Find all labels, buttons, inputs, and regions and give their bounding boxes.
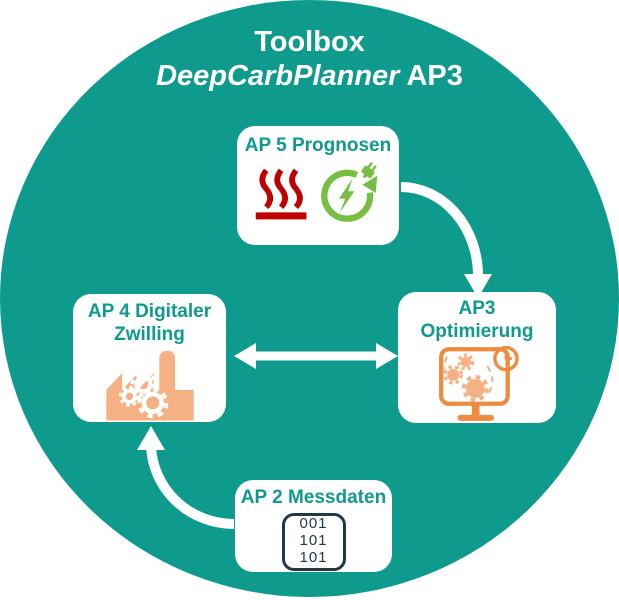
binary-data-icon: 001 101 101: [281, 512, 346, 571]
screen-gears-icon: [442, 353, 494, 402]
title-line2: DeepCarbPlanner AP3: [0, 60, 619, 92]
title-ap3: AP3: [399, 60, 463, 93]
heat-icon: [255, 168, 307, 220]
node-ap2-label: AP 2 Messdaten: [240, 487, 387, 508]
node-ap5-icons: [254, 161, 382, 227]
plug-icon: [361, 161, 377, 179]
clock-icon: [493, 345, 519, 372]
optimization-monitor-icon: [439, 345, 519, 421]
node-ap3-label: AP3 Optimierung: [420, 298, 534, 342]
renewable-energy-cycle-icon: [321, 161, 378, 222]
node-ap5-prognosen: AP 5 Prognosen: [237, 126, 399, 245]
node-ap2-messdaten: AP 2 Messdaten 001 101 101: [235, 480, 392, 572]
node-ap4-digitaler-zwilling: AP 4 Digitaler Zwilling: [73, 294, 226, 422]
factory-digital-twin-icon: [105, 350, 194, 421]
binary-line: 101: [299, 549, 328, 567]
node-ap4-label: AP 4 Digitaler Zwilling: [87, 301, 212, 345]
title-brand: DeepCarbPlanner: [156, 60, 400, 93]
node-ap3-optimierung: AP3 Optimierung: [398, 292, 556, 423]
diagram-title: Toolbox DeepCarbPlanner AP3: [0, 26, 619, 93]
node-ap5-label: AP 5 Prognosen: [244, 135, 392, 156]
binary-line: 001: [299, 515, 328, 533]
binary-line: 101: [299, 532, 328, 550]
title-line1: Toolbox: [254, 26, 365, 58]
